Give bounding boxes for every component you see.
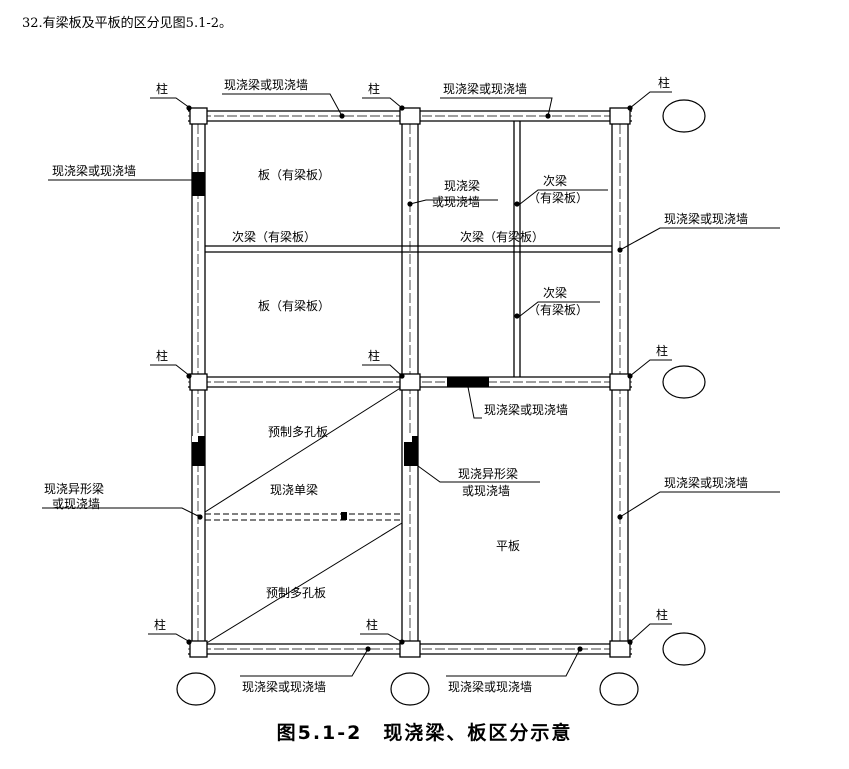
column-bm — [399, 640, 421, 658]
label-column-mm: 柱 — [368, 348, 380, 363]
label-column-tm: 柱 — [368, 81, 380, 96]
label-precast-upper: 预制多孔板 — [268, 425, 328, 439]
label-bottom-beam-right: 现浇梁或现浇墙 — [448, 679, 532, 694]
label-column-mr: 柱 — [656, 343, 668, 358]
column-mr — [609, 373, 631, 391]
label-secondary-beam-bot-line2: （有梁板） — [528, 302, 588, 317]
column-tr — [609, 107, 631, 125]
footing-top-right — [662, 99, 706, 133]
label-special-beam-left-line2: 或现浇墙 — [52, 497, 100, 511]
footing-bot-far — [599, 672, 639, 706]
label-mid-wall-line1: 现浇梁 — [444, 178, 480, 193]
label-slab-upper: 板（有梁板） — [258, 167, 330, 182]
label-right-wall-upper: 现浇梁或现浇墙 — [664, 211, 748, 226]
label-column-br: 柱 — [656, 607, 668, 622]
footing-bot-mid — [390, 672, 430, 706]
beam-fill-middle — [447, 377, 489, 387]
label-secondary-beam-left: 次梁（有梁板） — [232, 229, 316, 244]
label-column-bm: 柱 — [366, 617, 378, 632]
label-top-beam-left: 现浇梁或现浇墙 — [224, 77, 308, 92]
precast-diagonal-bottom — [204, 522, 403, 645]
wall-fill-top-left — [192, 172, 205, 196]
label-mid-wall-line2: 或现浇墙 — [432, 195, 480, 209]
label-special-beam-mid-line1: 现浇异形梁 — [458, 466, 518, 481]
label-column-tr: 柱 — [658, 75, 670, 90]
label-secondary-beam-top-line1: 次梁 — [543, 173, 567, 188]
label-mid-beam: 现浇梁或现浇墙 — [484, 402, 568, 417]
label-slab-lower: 板（有梁板） — [258, 298, 330, 313]
footing-bot-left — [176, 672, 216, 706]
column-bl — [189, 640, 208, 658]
column-tm — [399, 107, 421, 125]
label-right-wall-lower: 现浇梁或现浇墙 — [664, 475, 748, 490]
label-flat-slab: 平板 — [496, 539, 520, 553]
label-column-bl: 柱 — [154, 617, 166, 632]
label-special-beam-left-line1: 现浇异形梁 — [44, 481, 104, 496]
column-tl — [189, 107, 208, 125]
label-special-beam-mid-line2: 或现浇墙 — [462, 484, 510, 498]
wall-fill-middle-lower — [404, 436, 418, 466]
label-left-wall: 现浇梁或现浇墙 — [52, 163, 136, 178]
label-secondary-beam-bot-line1: 次梁 — [543, 285, 567, 300]
column-mm — [399, 373, 421, 391]
footing-mid-right — [662, 365, 706, 399]
label-column-tl: 柱 — [156, 81, 168, 96]
footing-bot-right — [662, 632, 706, 666]
figure-caption: 图5.1-2 现浇梁、板区分示意 — [276, 722, 573, 744]
wall-fill-left-lower — [192, 436, 205, 466]
label-secondary-beam-right: 次梁（有梁板） — [460, 229, 544, 244]
precast-diagonal-top — [204, 386, 403, 513]
label-secondary-beam-top-line2: （有梁板） — [528, 190, 588, 205]
single-beam-marker — [341, 512, 347, 520]
column-br — [609, 640, 631, 658]
label-column-ml: 柱 — [156, 348, 168, 363]
intro-text: 32.有梁板及平板的区分见图5.1-2。 — [22, 16, 233, 31]
label-precast-lower: 预制多孔板 — [266, 586, 326, 600]
label-single-beam: 现浇单梁 — [270, 482, 318, 497]
label-top-beam-right: 现浇梁或现浇墙 — [443, 81, 527, 96]
column-ml — [189, 373, 208, 391]
label-bottom-beam-left: 现浇梁或现浇墙 — [242, 679, 326, 694]
